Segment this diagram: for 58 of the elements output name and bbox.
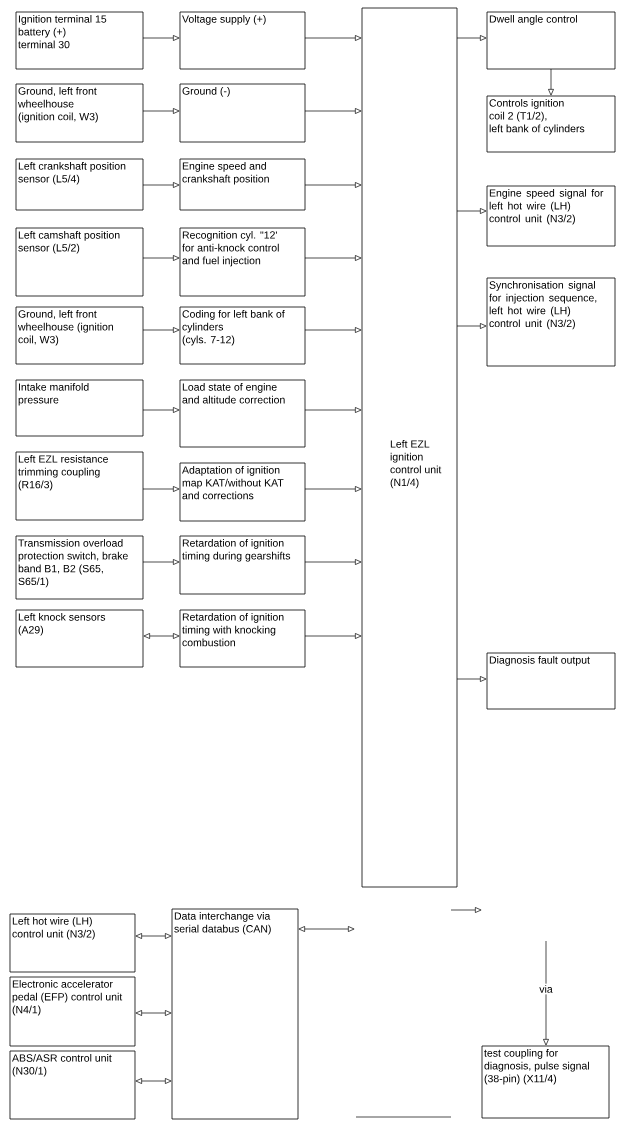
connector-arrow [304, 633, 362, 639]
connector-arrow [456, 323, 487, 329]
connector-arrow [142, 35, 180, 41]
connector-arrow [304, 182, 362, 188]
function-box: Recognition cyl. "12' for anti-knock control and fuel injection [179, 227, 306, 297]
connector-arrow [142, 108, 180, 114]
function-box: Voltage supply (+) [179, 11, 306, 70]
connector-arrow [142, 407, 180, 413]
control-unit-box: ABS/ASR control unit (N30/1) [9, 1050, 136, 1120]
function-box: Retardation of ignition timing with knocking combustion [179, 609, 306, 668]
control-unit-box: Left hot wire (LH) control unit (N3/2) [9, 913, 136, 973]
connector-arrow [143, 633, 180, 639]
function-box: Retardation of ignition timing during gearshifts [179, 535, 306, 595]
connector-arrow [142, 486, 180, 492]
function-box: Engine speed and crankshaft position [179, 158, 306, 211]
output-box: Synchronisation signal for injection sequence, left hot wire (LH) control unit (N3/2) [486, 277, 616, 367]
connector-arrow [304, 486, 362, 492]
edge-label: via [537, 983, 555, 995]
connector-arrow [304, 255, 362, 261]
function-box: Load state of engine and altitude correction [179, 379, 306, 448]
control-unit-box: Left EZL ignition control unit (N1/4) [361, 7, 458, 888]
connector-arrow [304, 327, 362, 333]
output-box: Controls ignition coil 2 (T1/2), left bank of cylinders [486, 95, 616, 153]
function-box: Coding for left bank of cylinders (cyls. 7-12) [179, 306, 306, 365]
connector-arrow [304, 108, 362, 114]
input-box: Intake manifold pressure [15, 379, 144, 437]
input-box: Left crankshaft position sensor (L5/4) [15, 158, 144, 211]
connector-arrow [304, 35, 362, 41]
connector-arrow [543, 940, 549, 1046]
control-unit-box: Electronic accelerator pedal (EFP) control unit (N4/1) [9, 976, 136, 1047]
input-box: Ignition terminal 15 battery (+) terminal 30 [15, 11, 144, 70]
input-box: Ground, left front wheelhouse (ignition coil, W3) [15, 306, 144, 365]
connector-arrow [135, 1078, 172, 1084]
output-box: test coupling for diagnosis, pulse signal (38-pin) (X11/4) [481, 1045, 610, 1119]
output-box: Diagnosis fault output [486, 652, 616, 710]
connector-arrow [456, 208, 487, 214]
connector-arrow [298, 926, 355, 932]
connector-arrow [142, 327, 180, 333]
connector-arrow [304, 407, 362, 413]
input-box: Ground, left front wheelhouse (ignition coil, W3) [15, 83, 144, 143]
connector-arrow [548, 68, 554, 96]
input-box: Transmission overload protection switch, brake band B1, B2 (S65, S65/1) [15, 535, 144, 600]
connector-arrow [135, 1010, 172, 1016]
connector-arrow [142, 255, 180, 261]
databus-box: Data interchange via serial databus (CAN) [171, 908, 299, 1120]
connector-arrow [135, 933, 172, 939]
connector-arrow [304, 559, 362, 565]
connector-arrow [142, 559, 180, 565]
connector-arrow [142, 182, 180, 188]
function-box: Ground (-) [179, 83, 306, 143]
output-box: Engine speed signal for left hot wire (LH) control unit (N3/2) [486, 185, 616, 247]
connector-arrow [456, 35, 487, 41]
connector-arrow [456, 676, 487, 682]
input-box: Left knock sensors (A29) [15, 609, 144, 668]
function-box: Adaptation of ignition map KAT/without KAT and corrections [179, 462, 306, 522]
input-box: Left EZL resistance trimming coupling (R16/3) [15, 451, 144, 521]
output-box: Dwell angle control [486, 11, 616, 70]
input-box: Left camshaft position sensor (L5/2) [15, 227, 144, 297]
